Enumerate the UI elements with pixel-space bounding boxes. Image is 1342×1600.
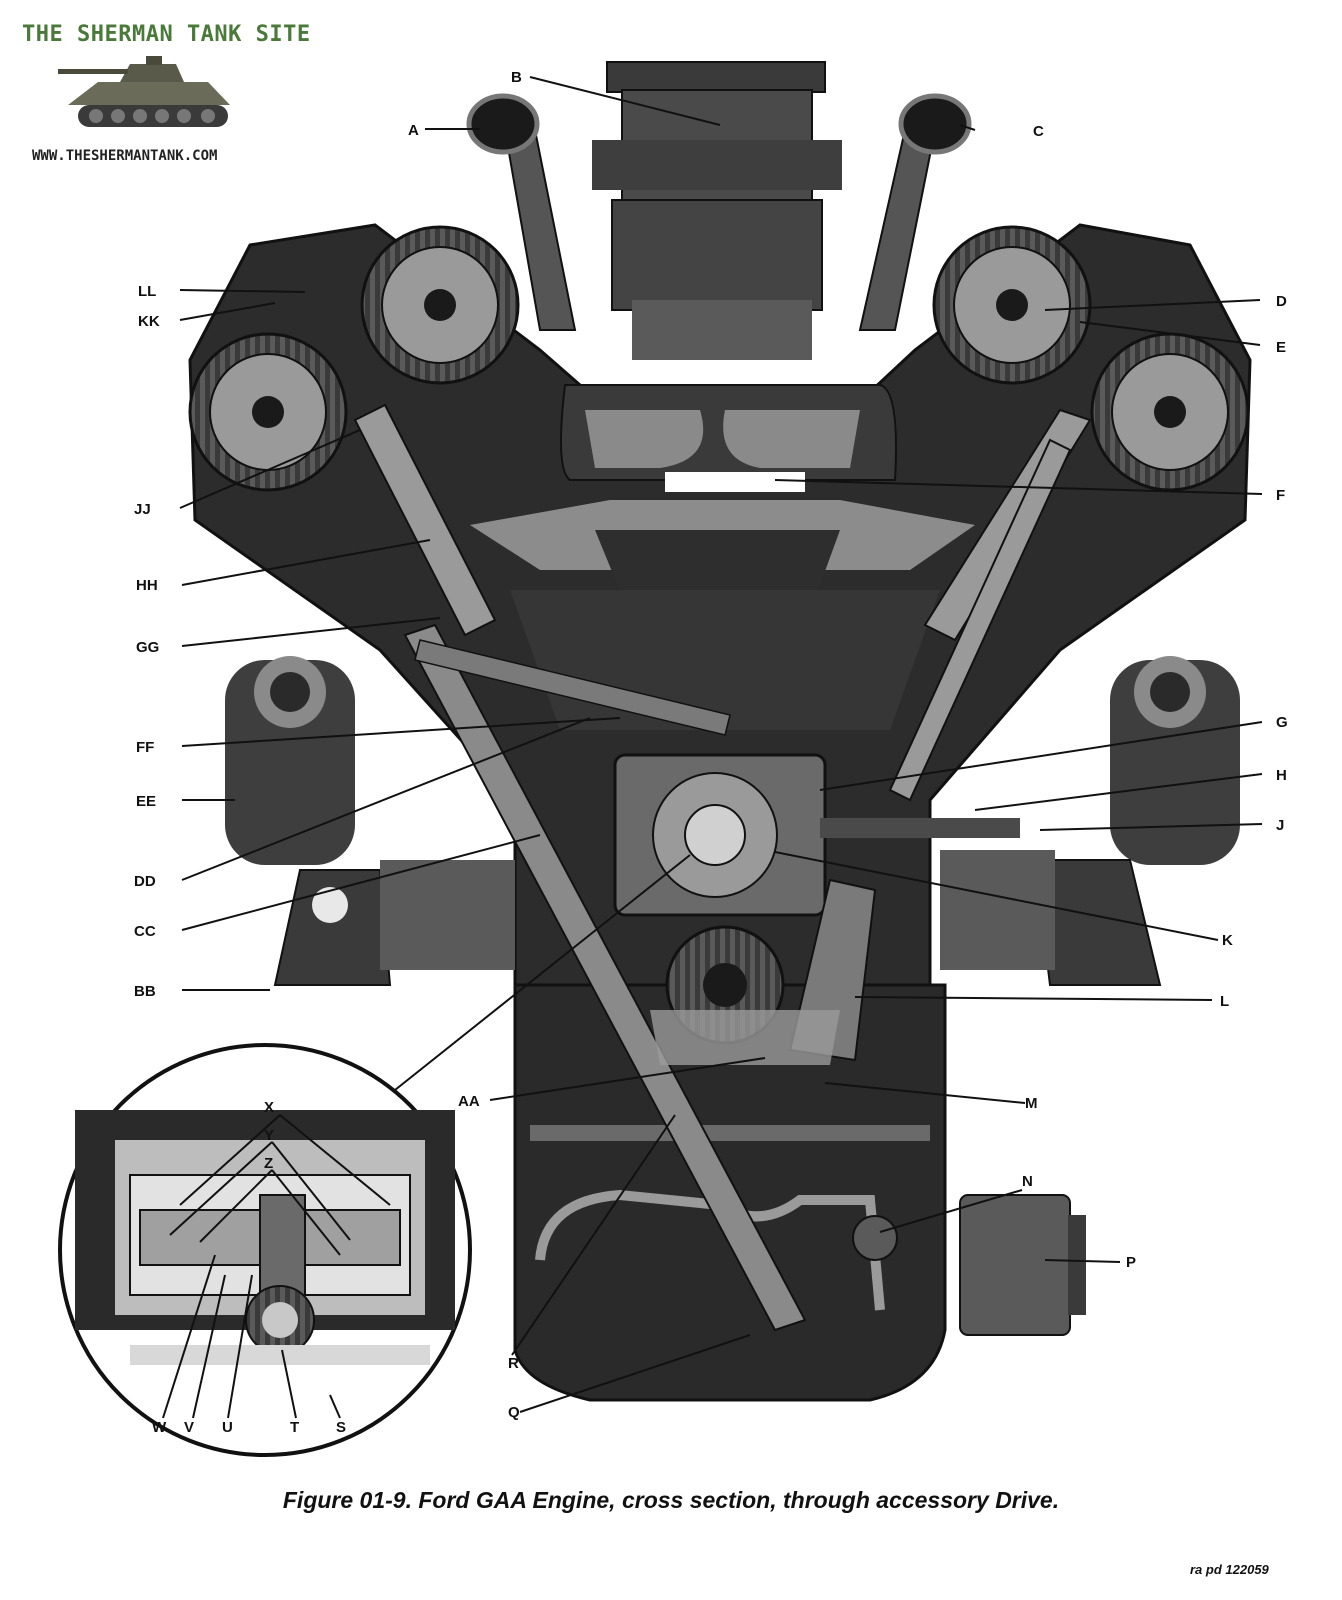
label-T: T (290, 1419, 299, 1436)
label-GG: GG (136, 639, 159, 656)
label-DD: DD (134, 873, 156, 890)
label-L: L (1220, 993, 1229, 1010)
label-HH: HH (136, 577, 158, 594)
site-title: THE SHERMAN TANK SITE (22, 22, 311, 47)
label-N: N (1022, 1173, 1033, 1190)
label-S: S (336, 1419, 346, 1436)
label-FF: FF (136, 739, 154, 756)
label-A: A (408, 122, 419, 139)
site-url: WWW.THESHERMANTANK.COM (32, 148, 218, 164)
label-R: R (508, 1355, 519, 1372)
detail-inset (58, 1043, 472, 1457)
label-U: U (222, 1419, 233, 1436)
label-Q: Q (508, 1404, 520, 1421)
label-KK: KK (138, 313, 160, 330)
tank-logo-icon (58, 56, 230, 127)
label-D: D (1276, 293, 1287, 310)
label-C: C (1033, 123, 1044, 140)
engine-body (188, 61, 1252, 1402)
label-G: G (1276, 714, 1288, 731)
label-E: E (1276, 339, 1286, 356)
callout-labels: A B C D E F G H J K L M N P Q R S T U V … (134, 69, 1288, 1436)
label-K: K (1222, 932, 1233, 949)
left-exhaust-manifold (225, 660, 355, 865)
label-BB: BB (134, 983, 156, 1000)
label-X: X (264, 1099, 274, 1116)
label-JJ: JJ (134, 501, 151, 518)
label-F: F (1276, 487, 1285, 504)
label-B: B (511, 69, 522, 86)
label-P: P (1126, 1254, 1136, 1271)
leader-lines (162, 76, 1263, 1419)
label-LL: LL (138, 283, 156, 300)
label-H: H (1276, 767, 1287, 784)
label-W: W (152, 1419, 167, 1436)
label-V: V (184, 1419, 194, 1436)
figure-caption: Figure 01-9. Ford GAA Engine, cross sect… (282, 1487, 1060, 1513)
label-AA: AA (458, 1093, 480, 1110)
reference-number: ra pd 122059 (1190, 1562, 1269, 1577)
label-M: M (1025, 1095, 1038, 1112)
label-J: J (1276, 817, 1284, 834)
label-Z: Z (264, 1155, 273, 1172)
label-Y: Y (264, 1127, 274, 1144)
label-EE: EE (136, 793, 156, 810)
label-CC: CC (134, 923, 156, 940)
